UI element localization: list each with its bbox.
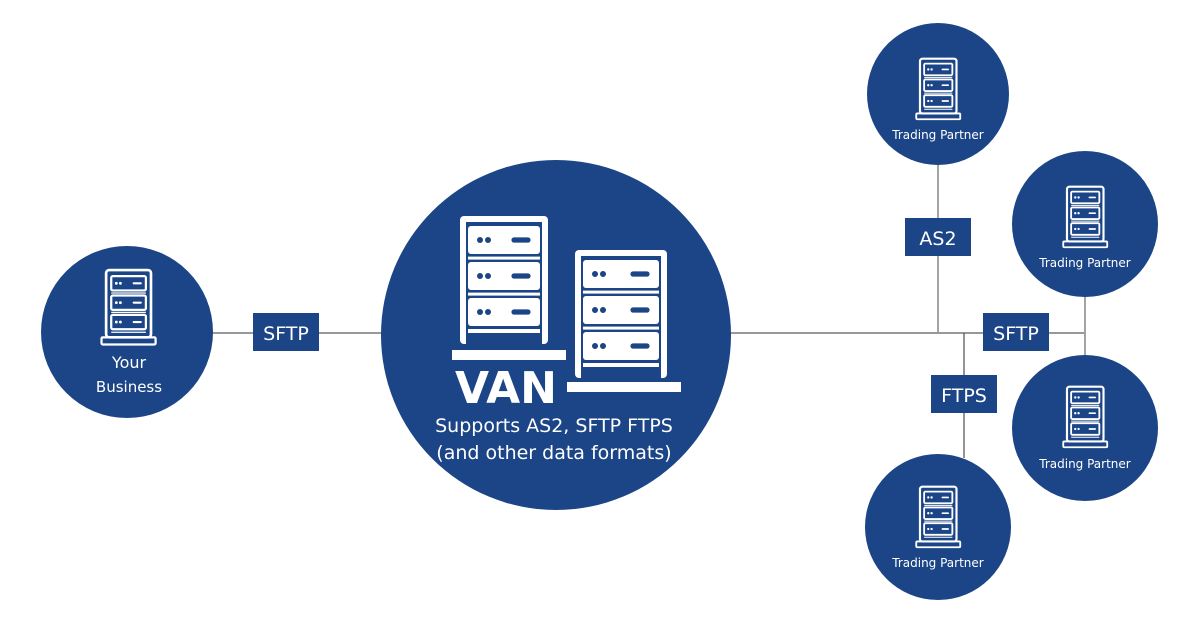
protocol-label-text: AS2: [919, 228, 956, 250]
node-trading-partner-upper-right: Trading Partner: [1012, 151, 1158, 297]
node-your-business: Your Business: [41, 246, 213, 418]
van-subtitle-line1: Supports AS2, SFTP FTPS: [435, 415, 673, 437]
trading-partner-label: Trading Partner: [1038, 256, 1131, 270]
protocol-label-sftp-right: SFTP: [983, 313, 1049, 351]
protocol-label-text: FTPS: [941, 385, 987, 407]
van-title: VAN: [455, 363, 557, 414]
protocol-label-text: SFTP: [993, 323, 1039, 345]
protocol-label-sftp-left: SFTP: [253, 313, 319, 351]
protocol-label-as2: AS2: [905, 218, 971, 256]
trading-partner-label: Trading Partner: [891, 556, 984, 570]
trading-partner-label: Trading Partner: [891, 128, 984, 142]
node-trading-partner-top: Trading Partner: [867, 23, 1009, 165]
protocol-label-text: SFTP: [263, 323, 309, 345]
node-trading-partner-lower-right: Trading Partner: [1012, 355, 1158, 501]
van-subtitle-line2: (and other data formats): [436, 442, 671, 464]
your-business-label-line2: Business: [96, 378, 162, 396]
your-business-label-line1: Your: [111, 353, 147, 372]
protocol-label-ftps: FTPS: [931, 375, 997, 413]
trading-partner-label: Trading Partner: [1038, 457, 1131, 471]
node-van: VAN Supports AS2, SFTP FTPS (and other d…: [381, 160, 731, 510]
node-trading-partner-bottom: Trading Partner: [865, 454, 1011, 600]
server-racks-icon: [452, 216, 681, 392]
